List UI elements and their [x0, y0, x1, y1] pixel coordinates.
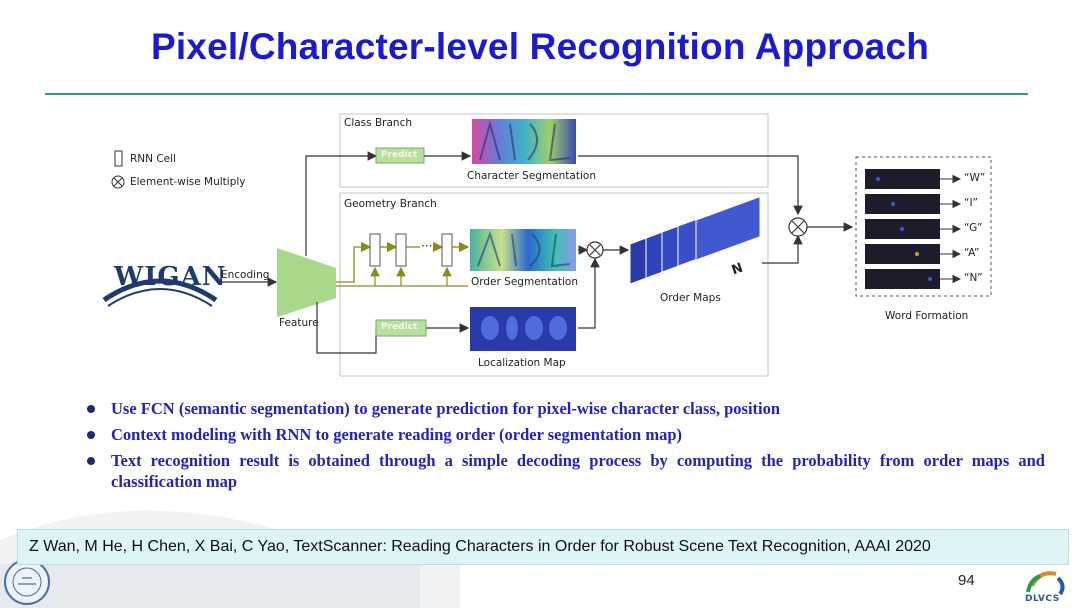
order-maps-label: Order Maps: [660, 292, 721, 304]
dlvcs-logo-icon: [1026, 571, 1065, 596]
word-output-3: “G”: [964, 222, 983, 234]
word-output-4: “A”: [964, 247, 980, 259]
wigan-logo-image: [100, 257, 218, 307]
bullet-text: Use FCN (semantic segmentation) to gener…: [111, 399, 781, 418]
order-segmentation-image: [470, 229, 576, 271]
class-branch-title: Class Branch: [344, 117, 412, 129]
word-output-2: “I”: [964, 197, 978, 209]
slide-title: Pixel/Character-level Recognition Approa…: [150, 26, 930, 67]
word-formation-maps: [865, 169, 940, 289]
word-output-5: “N”: [964, 272, 983, 284]
bullet-dot-icon: [87, 405, 95, 413]
dlvcs-logo-text: DLVCS: [1025, 594, 1060, 604]
feature-label: Feature: [279, 317, 319, 329]
word-output-1: “W”: [964, 172, 986, 184]
svg-text:···: ···: [421, 239, 432, 253]
localization-predict-label: Predict: [381, 322, 418, 332]
character-segmentation-image: [472, 119, 576, 164]
bullet-item: Text recognition result is obtained thro…: [85, 450, 1045, 492]
word-formation-box: [855, 156, 992, 297]
citation-banner: Z Wan, M He, H Chen, X Bai, C Yao, TextS…: [17, 529, 1069, 565]
geometry-branch-box: [339, 192, 769, 377]
bullet-dot-icon: [87, 431, 95, 439]
rnn-cell-n: [441, 233, 453, 267]
rnn-cell-legend-icon: [114, 150, 123, 167]
page-number: 94: [958, 572, 975, 589]
rnn-cell-2: [395, 233, 407, 267]
rnn-cell-1: [369, 233, 381, 267]
bullet-item: Context modeling with RNN to generate re…: [85, 424, 1045, 445]
title-divider: [45, 93, 1028, 95]
order-segmentation-label: Order Segmentation: [471, 276, 578, 288]
bullet-text: Text recognition result is obtained thro…: [111, 451, 1045, 491]
bullet-text: Context modeling with RNN to generate re…: [111, 425, 683, 444]
geometry-branch-title: Geometry Branch: [344, 198, 437, 210]
feature-extractor: [277, 248, 336, 317]
character-segmentation-label: Character Segmentation: [467, 170, 596, 182]
localization-map-image: [470, 307, 576, 351]
legend-rnn-cell-label: RNN Cell: [130, 153, 176, 165]
order-maps-stack: [629, 196, 761, 285]
bullet-dot-icon: [87, 457, 95, 465]
legend-multiply-label: Element-wise Multiply: [130, 176, 246, 188]
class-predict-label: Predict: [381, 150, 418, 160]
bullet-item: Use FCN (semantic segmentation) to gener…: [85, 398, 1045, 419]
textscanner-diagram: ···: [100, 113, 992, 377]
localization-map-label: Localization Map: [478, 357, 566, 369]
encoding-label: Encoding: [221, 269, 270, 281]
bullet-list: Use FCN (semantic segmentation) to gener…: [85, 398, 1045, 497]
word-formation-label: Word Formation: [885, 310, 969, 322]
wigan-logo-text: WIGAN: [114, 262, 227, 292]
university-seal-icon: [4, 559, 50, 605]
class-branch-box: [339, 113, 769, 188]
